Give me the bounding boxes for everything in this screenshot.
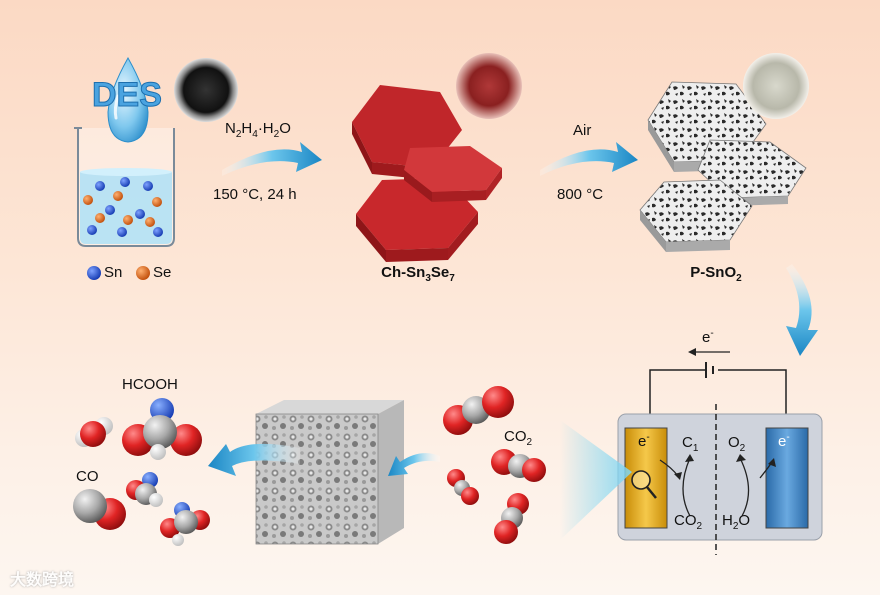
co-label: CO: [76, 468, 99, 485]
co2-label: CO2: [504, 428, 532, 448]
molecule-small-2: [160, 502, 210, 546]
molecule-small-1: [126, 472, 163, 507]
des-logo-text: DES: [92, 76, 162, 115]
cell-electron-label: e-: [702, 328, 714, 346]
red-product-photo: [456, 53, 522, 119]
molecule-h2o: [75, 417, 113, 447]
arrow1-condition: 150 °C, 24 h: [213, 186, 297, 203]
o2-label: O2: [728, 434, 745, 454]
legend-se-label: Se: [153, 264, 171, 281]
arrow-down: [786, 264, 818, 356]
watermark: 大数跨境: [10, 566, 74, 590]
right-electrode-electron: e-: [778, 432, 790, 450]
cell-co2-label: CO2: [674, 512, 702, 532]
left-electrode-electron: e-: [638, 432, 650, 450]
molecule-co2-3: [447, 469, 479, 505]
h2o-label: H2O: [722, 512, 750, 532]
arrow2-reagent: Air: [573, 122, 591, 139]
electrolysis-cell: [618, 348, 822, 555]
arrow-step1: [222, 142, 322, 176]
arrow-step2: [540, 142, 638, 176]
legend-sn-dot: [87, 266, 101, 280]
hcooh-label: HCOOH: [122, 376, 178, 393]
molecule-co2-2: [491, 449, 546, 482]
c1-label: C1: [682, 434, 698, 454]
porous-foam-cube: [256, 400, 404, 544]
arrow-co2-in: [388, 453, 440, 476]
product2-label: P-SnO2: [690, 264, 741, 284]
white-product-photo: [743, 53, 809, 119]
legend-sn-label: Sn: [104, 264, 122, 281]
molecule-hcooh: [122, 398, 202, 460]
molecule-co2-4: [494, 493, 529, 544]
molecule-co: [73, 489, 126, 530]
product1-label: Ch-Sn3Se7: [381, 264, 455, 284]
legend-se-dot: [136, 266, 150, 280]
black-product-photo: [174, 58, 238, 122]
arrow1-reagent: N2H4·H2O: [225, 120, 291, 140]
arrow2-condition: 800 °C: [557, 186, 603, 203]
